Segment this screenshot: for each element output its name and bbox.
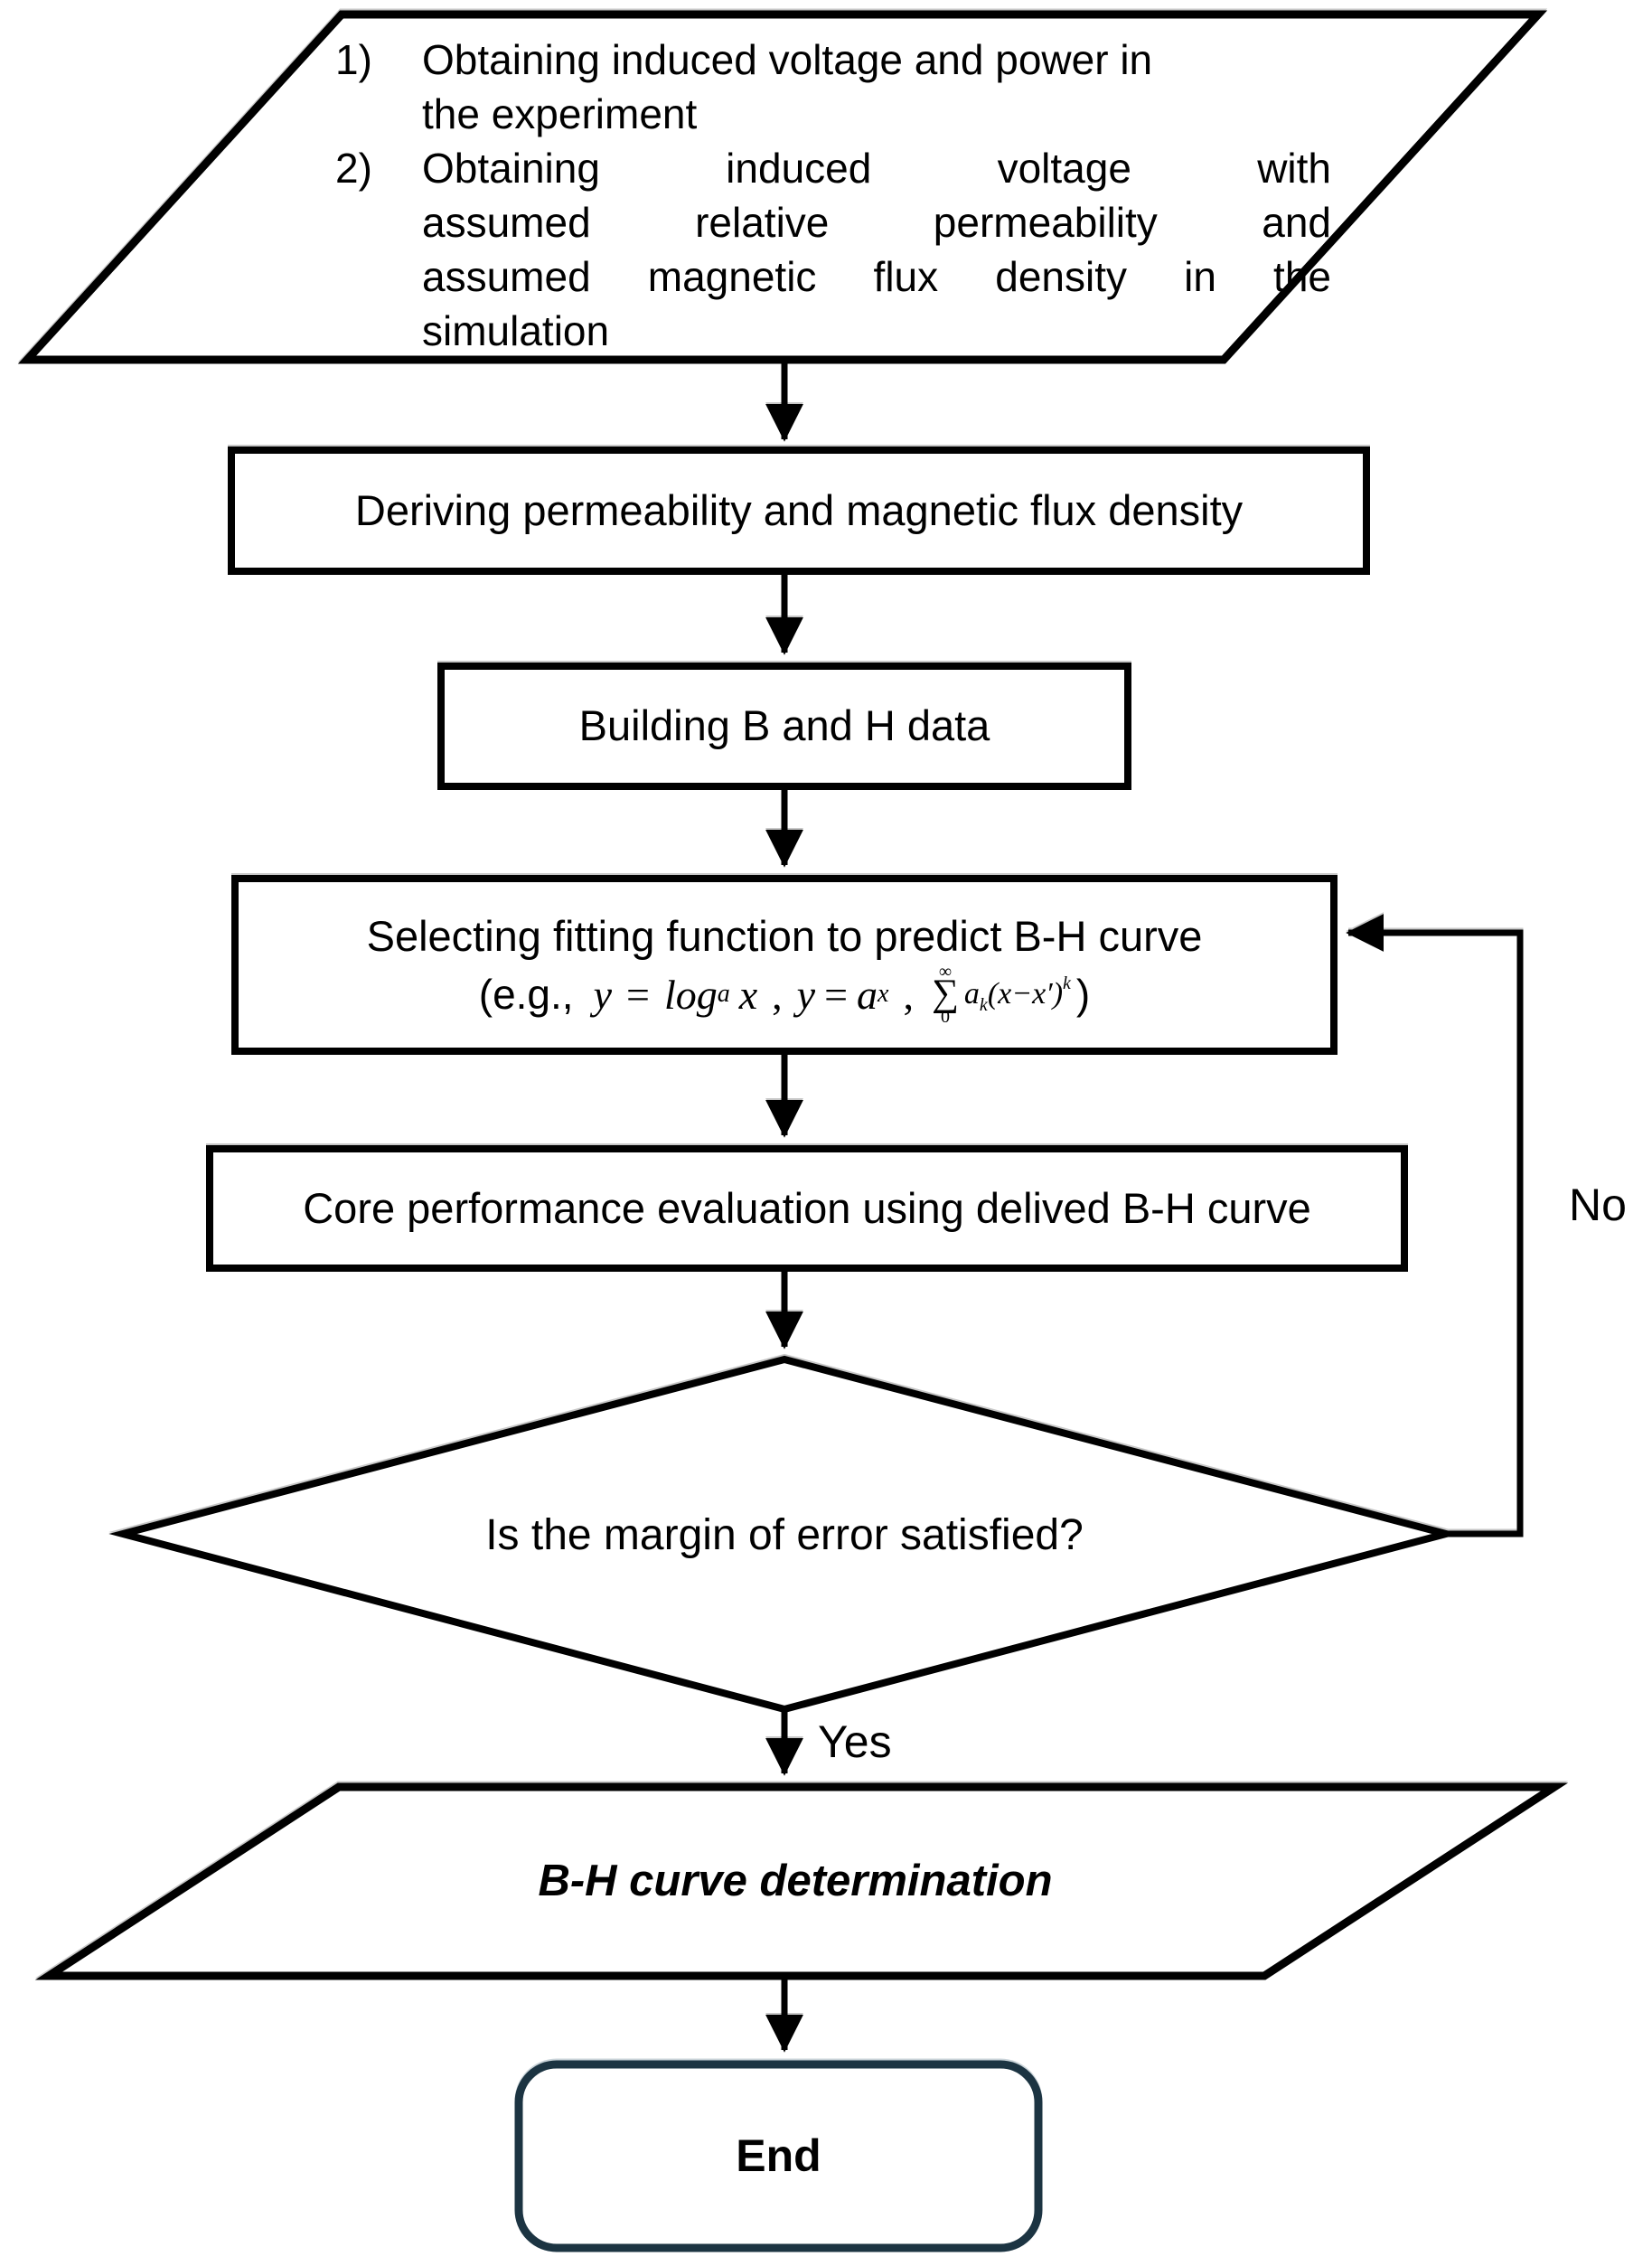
input-step-1-number: 1) (335, 36, 372, 83)
input-step-1: 1) Obtaining induced voltage and power i… (335, 33, 1331, 141)
formula-series-term: ak(x−x′)k (964, 973, 1071, 1016)
decision-diamond-shape (108, 1355, 1460, 1714)
build-label: Building B and H data (578, 701, 990, 750)
formula-term-exp: k (1063, 973, 1071, 993)
input-step-2: 2) Obtaining induced voltage with assume… (335, 141, 1331, 358)
formula-comma1: , (772, 971, 783, 1018)
formula-eq2: = (824, 971, 849, 1018)
formula-sum: ∞ ∑ 0 (931, 962, 959, 1027)
end-label: End (736, 2130, 821, 2181)
select-rect-shape (231, 875, 1338, 1055)
formula-term: (x−x′) (987, 976, 1064, 1011)
formula-x1: x (738, 971, 758, 1018)
formula-open: (e.g., (478, 971, 574, 1018)
formula-y1: y (593, 971, 612, 1018)
formula-coef-sub: k (979, 994, 988, 1015)
arrow-decision-no-feedback (1346, 914, 1524, 1537)
formula-log-base: a (717, 980, 730, 1008)
output-label: B-H curve determination (538, 1857, 1053, 1906)
input-step-2-text-last: simulation (422, 307, 610, 354)
yes-edge-label: Yes (818, 1716, 892, 1767)
core-rect-shape (206, 1145, 1408, 1272)
formula-coef: a (963, 976, 980, 1011)
formula-sum-lower: 0 (940, 1006, 950, 1027)
select-label: Selecting fitting function to predict B-… (366, 912, 1203, 961)
build-rect-shape (437, 663, 1131, 790)
output-parallelogram-shape (34, 1782, 1569, 1980)
formula-close: ) (1075, 971, 1091, 1018)
formula-y2: y (796, 971, 816, 1018)
decision-label: Is the margin of error satisfied? (485, 1510, 1084, 1559)
formula-sum-upper: ∞ (938, 962, 953, 983)
formula-log: log (663, 971, 718, 1018)
end-terminator-shape (514, 2060, 1043, 2252)
input-step-list: 1) Obtaining induced voltage and power i… (335, 33, 1331, 358)
no-edge-label: No (1569, 1180, 1627, 1230)
formula-a2-exp: x (878, 980, 889, 1008)
core-label: Core performance evaluation using delive… (303, 1183, 1311, 1232)
formula-a2: a (857, 971, 878, 1018)
input-step-2-number: 2) (335, 145, 372, 192)
input-step-2-text: Obtaining induced voltage with assumed r… (422, 145, 1331, 300)
derive-label: Deriving permeability and magnetic flux … (354, 485, 1244, 534)
formula-comma2: , (903, 971, 914, 1018)
select-content: Selecting fitting function to predict B-… (235, 884, 1334, 1051)
sigma-symbol: ∑ (931, 973, 959, 1015)
input-parallelogram-shape (17, 10, 1548, 364)
derive-rect-shape (228, 447, 1370, 575)
input-step-1-text: Obtaining induced voltage and power in t… (422, 36, 1153, 137)
formula-eq1: = (626, 971, 650, 1018)
